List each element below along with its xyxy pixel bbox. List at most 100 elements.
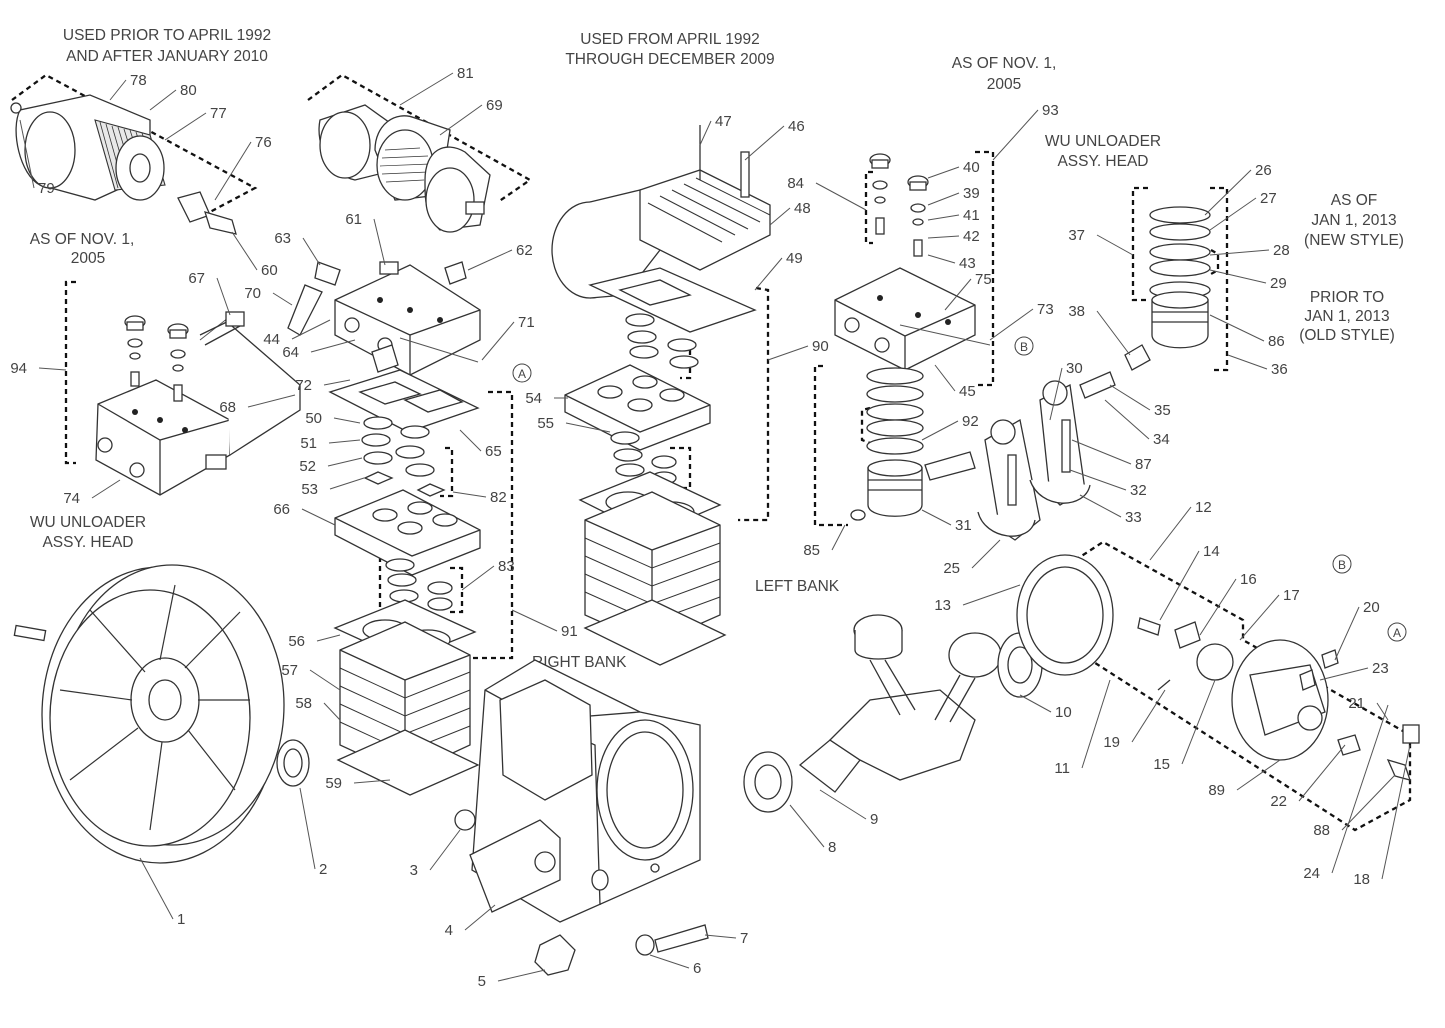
callout-11: 11 <box>1054 760 1070 777</box>
nipple-8 <box>654 924 709 953</box>
callout-leader <box>934 364 956 392</box>
mini-bracket-28 <box>1210 249 1220 275</box>
callout-32: 32 <box>1130 482 1147 499</box>
gasket-holes <box>358 381 464 413</box>
group-outline-air-filter-new <box>307 73 533 203</box>
callout-leader <box>927 254 956 264</box>
callout-31: 31 <box>955 517 972 534</box>
callout-1: 1 <box>177 911 185 928</box>
callout-leader <box>1236 759 1281 791</box>
callout-leader <box>333 417 361 424</box>
callout-46: 46 <box>788 118 805 135</box>
right-bank-head <box>287 261 481 796</box>
note-prior-1992: USED PRIOR TO APRIL 1992 AND AFTER JANUA… <box>63 27 271 65</box>
label-right-bank: RIGHT BANK <box>532 654 627 671</box>
fitting-60 <box>204 211 237 235</box>
callout-leader <box>164 112 207 141</box>
ref-marker-a-2: A <box>1387 622 1407 642</box>
ref-letter: B <box>1020 340 1028 354</box>
fitting-67 <box>225 311 245 327</box>
callout-14: 14 <box>1203 543 1220 560</box>
head-48 <box>639 169 771 271</box>
note-line: WU UNLOADER <box>1045 133 1161 150</box>
callout-leader <box>1298 744 1346 802</box>
callout-70: 70 <box>244 285 261 302</box>
callout-78: 78 <box>130 72 147 89</box>
callout-leader <box>1081 679 1111 769</box>
bolt-33 <box>1007 454 1017 506</box>
note-wu-unloader-left: WU UNLOADER ASSY. HEAD <box>30 514 146 551</box>
elbow-63 <box>314 261 341 286</box>
callout-leader <box>1341 774 1396 831</box>
callout-leader <box>109 79 127 101</box>
callout-leader <box>769 207 791 226</box>
callout-43: 43 <box>959 255 976 272</box>
callout-leader <box>921 420 959 441</box>
fitting-44 <box>205 454 227 470</box>
note-line: AS OF NOV. 1, <box>30 231 135 248</box>
callout-leader <box>214 141 252 201</box>
gasket-59 <box>336 729 480 796</box>
callout-45: 45 <box>959 383 976 400</box>
bolt-25 <box>1061 419 1071 473</box>
callout-22: 22 <box>1270 793 1287 810</box>
callout-75: 75 <box>975 271 992 288</box>
rod-cap-2 <box>1029 479 1091 504</box>
callout-55: 55 <box>537 415 554 432</box>
wing-nut-76 <box>177 191 211 223</box>
note-line: PRIOR TO <box>1310 289 1384 306</box>
callout-23: 23 <box>1372 660 1389 677</box>
callout-leader <box>316 634 341 642</box>
note-nov-2005-left: AS OF NOV. 1, 2005 <box>30 231 135 267</box>
callout-leader <box>461 565 495 591</box>
note-line: JAN 1, 2013 <box>1311 212 1396 229</box>
crankcase-foot <box>469 819 561 913</box>
callout-56: 56 <box>288 633 305 650</box>
bolt-19 <box>1321 649 1339 669</box>
gasket-59-left <box>583 599 727 666</box>
bracket-91 <box>460 390 514 660</box>
note-line: THROUGH DECEMBER 2009 <box>565 51 774 68</box>
valve-52 <box>363 451 393 465</box>
callout-leader <box>1069 469 1127 491</box>
callout-leader <box>511 609 558 632</box>
callout-17: 17 <box>1283 587 1300 604</box>
connecting-rods <box>924 371 1116 541</box>
note-new-style: AS OF JAN 1, 2013 (NEW STYLE) <box>1304 192 1404 249</box>
callout-leader <box>1204 169 1252 216</box>
callout-leader <box>1159 550 1200 621</box>
callout-59: 59 <box>325 775 342 792</box>
ref-marker-a-1: A <box>512 363 532 383</box>
nut-20 <box>1299 669 1316 691</box>
callout-13: 13 <box>934 597 951 614</box>
callout-leader <box>1019 694 1052 713</box>
fitting-22 <box>1386 758 1411 781</box>
bracket-94 <box>64 280 76 465</box>
elbow-62 <box>444 261 467 285</box>
clip-29 <box>850 509 866 521</box>
callout-36: 36 <box>1271 361 1288 378</box>
callout-19: 19 <box>1103 734 1120 751</box>
callout-51: 51 <box>300 435 317 452</box>
callout-73: 73 <box>1037 301 1054 318</box>
bracket-93 <box>975 150 995 387</box>
callout-leader <box>1227 354 1268 370</box>
callout-3: 3 <box>410 862 418 879</box>
label-left-bank: LEFT BANK <box>755 578 840 595</box>
screw-15 <box>1157 679 1171 691</box>
note-line: (NEW STYLE) <box>1304 232 1404 249</box>
callout-66: 66 <box>273 501 290 518</box>
callout-leader <box>1049 367 1063 421</box>
filter-hub <box>129 153 151 183</box>
callout-52: 52 <box>299 458 316 475</box>
callout-leader <box>819 789 867 820</box>
note-line: USED PRIOR TO APRIL 1992 <box>63 27 271 44</box>
note-line: ASSY. HEAD <box>1057 153 1148 170</box>
callout-leader <box>464 904 496 931</box>
unloader-head-93 <box>834 153 991 371</box>
callout-leader <box>1149 506 1192 561</box>
callout-53: 53 <box>301 481 318 498</box>
